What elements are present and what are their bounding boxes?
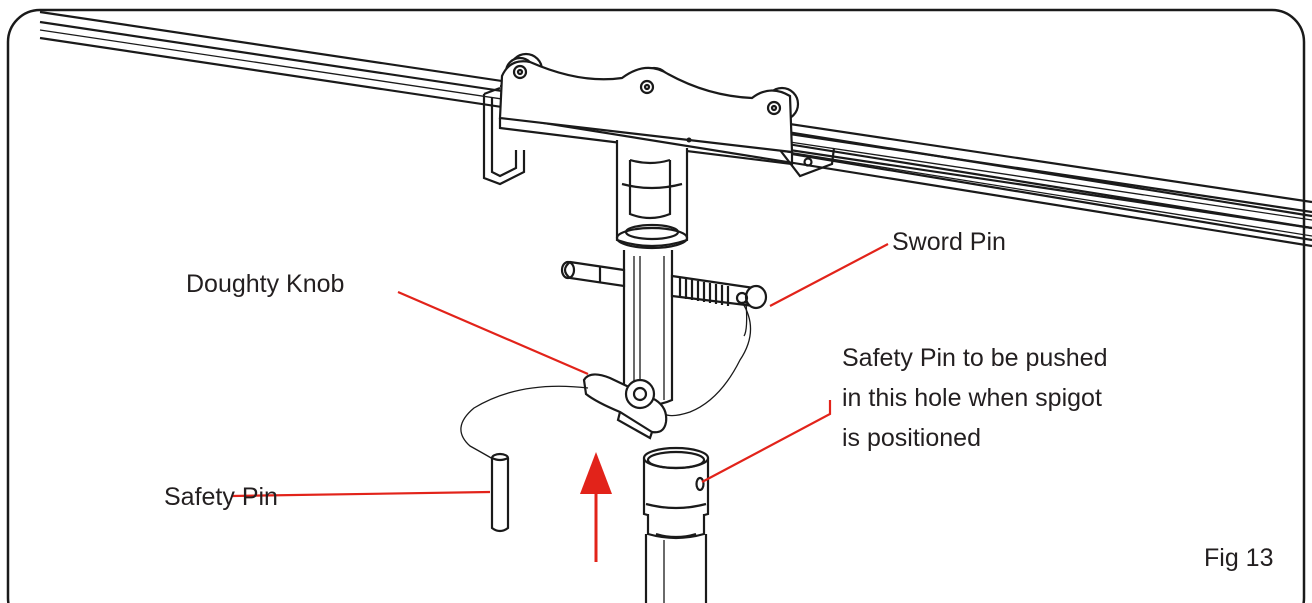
safety-pin-lanyard	[460, 385, 589, 463]
label-safety-pin-hole-line-1: Safety Pin to be pushed	[842, 344, 1107, 372]
leader-sword-pin	[769, 243, 889, 307]
sword-pin	[560, 260, 768, 417]
label-safety-pin-hole-line-2: in this hole when spigot	[842, 384, 1102, 412]
label-sword-pin: Sword Pin	[892, 228, 1006, 256]
figure-number: Fig 13	[1204, 544, 1273, 572]
doughty-knob	[582, 373, 668, 440]
label-doughty-knob: Doughty Knob	[186, 270, 344, 298]
leader-safety-pin	[231, 490, 491, 498]
leader-doughty-knob	[397, 290, 589, 376]
spigot	[642, 446, 710, 603]
receiver-block	[615, 140, 689, 250]
side-bracket	[482, 86, 526, 186]
figure-frame	[6, 8, 1306, 603]
leader-safety-pin-hole	[701, 400, 832, 483]
label-safety-pin-hole-line-3: is positioned	[842, 424, 981, 452]
safety-pin	[490, 452, 510, 533]
trolley-plate	[498, 60, 794, 166]
insertion-arrow	[580, 452, 612, 562]
label-safety-pin: Safety Pin	[164, 483, 278, 511]
leader-lines	[231, 243, 889, 498]
